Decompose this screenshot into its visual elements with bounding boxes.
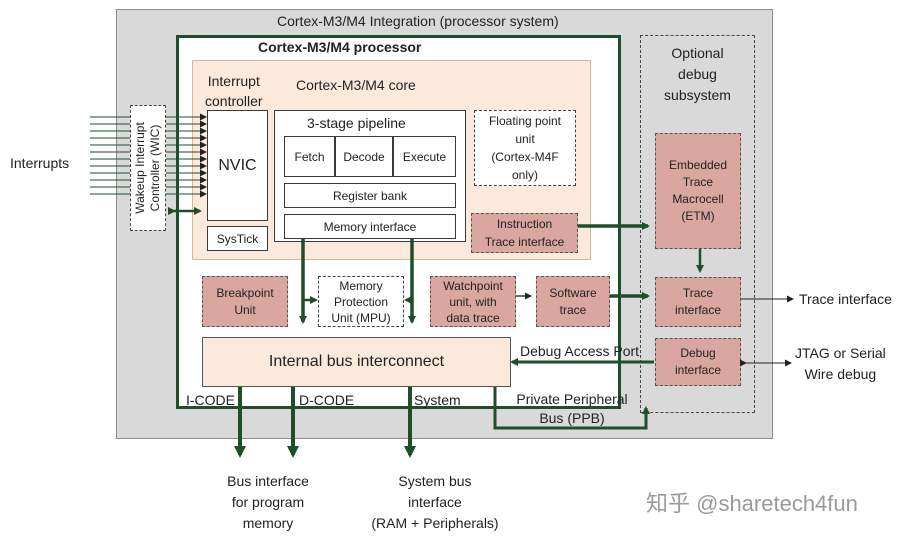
nvic-block: NVIC [207, 110, 268, 221]
memory-bus-arrows [299, 239, 416, 324]
pipeline-title: 3-stage pipeline [307, 115, 406, 131]
mpu-label: Memory Protection Unit (MPU) [331, 278, 391, 325]
systick-label: SysTick [216, 231, 259, 246]
mpu-block: Memory Protection Unit (MPU) [318, 276, 404, 327]
execute-stage: Execute [393, 136, 456, 177]
interrupt-controller-label: Interrupt controller [205, 73, 263, 109]
bus-output-arrows [234, 387, 416, 458]
breakpoint-label: Breakpoint Unit [216, 285, 274, 317]
ppb-path-arrow [493, 387, 650, 430]
fpu-block: Floating point unit (Cortex-M4F only) [474, 110, 576, 186]
system-bus-label: System bus interface (RAM + Peripherals) [371, 473, 499, 531]
system-label: System [414, 392, 461, 408]
etm-block: Embedded Trace Macrocell (ETM) [655, 133, 741, 249]
trace-interface-block: Trace interface [655, 277, 741, 327]
decode-label: Decode [343, 149, 385, 164]
ppb-label: Private Peripheral Bus (PPB) [516, 391, 628, 426]
core-label: Cortex-M3/M4 core [296, 77, 416, 93]
wic-block: Wakeup Interrupt Controller (WIC) [130, 105, 166, 231]
itm-label: Instruction Trace interface [484, 217, 565, 249]
register-bank: Register bank [284, 183, 456, 208]
watchpoint-block: Watchpoint unit, with data trace [430, 276, 516, 327]
wic-nvic-lines [166, 113, 207, 198]
fpu-label: Floating point unit (Cortex-M4F only) [488, 114, 562, 182]
nvic-label: NVIC [218, 156, 257, 174]
debug-interface-block: Debug interface [655, 338, 741, 386]
interrupts-label: Interrupts [10, 155, 70, 171]
systick-block: SysTick [207, 226, 268, 251]
watermark-text: 知乎 @sharetech4fun [646, 491, 858, 516]
software-trace-label: Software trace [549, 285, 597, 317]
bus-interconnect-label: Internal bus interconnect [268, 353, 445, 370]
fetch-stage: Fetch [284, 136, 335, 177]
dap-label: Debug Access Port [520, 343, 640, 359]
icode-label: I-CODE [186, 392, 235, 408]
debug-subsystem-label: Optional debug subsystem [664, 45, 731, 103]
jtag-label: JTAG or Serial Wire debug [795, 345, 886, 382]
memory-interface: Memory interface [284, 214, 456, 239]
execute-label: Execute [402, 149, 447, 164]
watchpoint-label: Watchpoint unit, with data trace [443, 278, 503, 325]
trace-interface-label: Trace interface [674, 286, 722, 317]
dcode-label: D-CODE [299, 392, 355, 408]
external-trace-label: Trace interface [799, 291, 892, 307]
register-bank-label: Register bank [332, 188, 408, 203]
memory-interface-label: Memory interface [323, 219, 417, 234]
processor-label: Cortex-M3/M4 processor [258, 39, 422, 55]
integration-label: Cortex-M3/M4 Integration (processor syst… [277, 13, 559, 29]
breakpoint-block: Breakpoint Unit [202, 276, 288, 327]
software-trace-block: Software trace [536, 276, 610, 327]
itm-block: Instruction Trace interface [471, 213, 578, 253]
bus-interconnect-block: Internal bus interconnect [202, 337, 511, 387]
bus-program-label: Bus interface for program memory [227, 473, 309, 531]
fetch-label: Fetch [294, 149, 325, 164]
etm-label: Embedded Trace Macrocell (ETM) [668, 158, 728, 223]
decode-stage: Decode [335, 136, 393, 177]
interrupt-lines [90, 116, 130, 195]
debug-interface-label: Debug interface [674, 346, 722, 377]
